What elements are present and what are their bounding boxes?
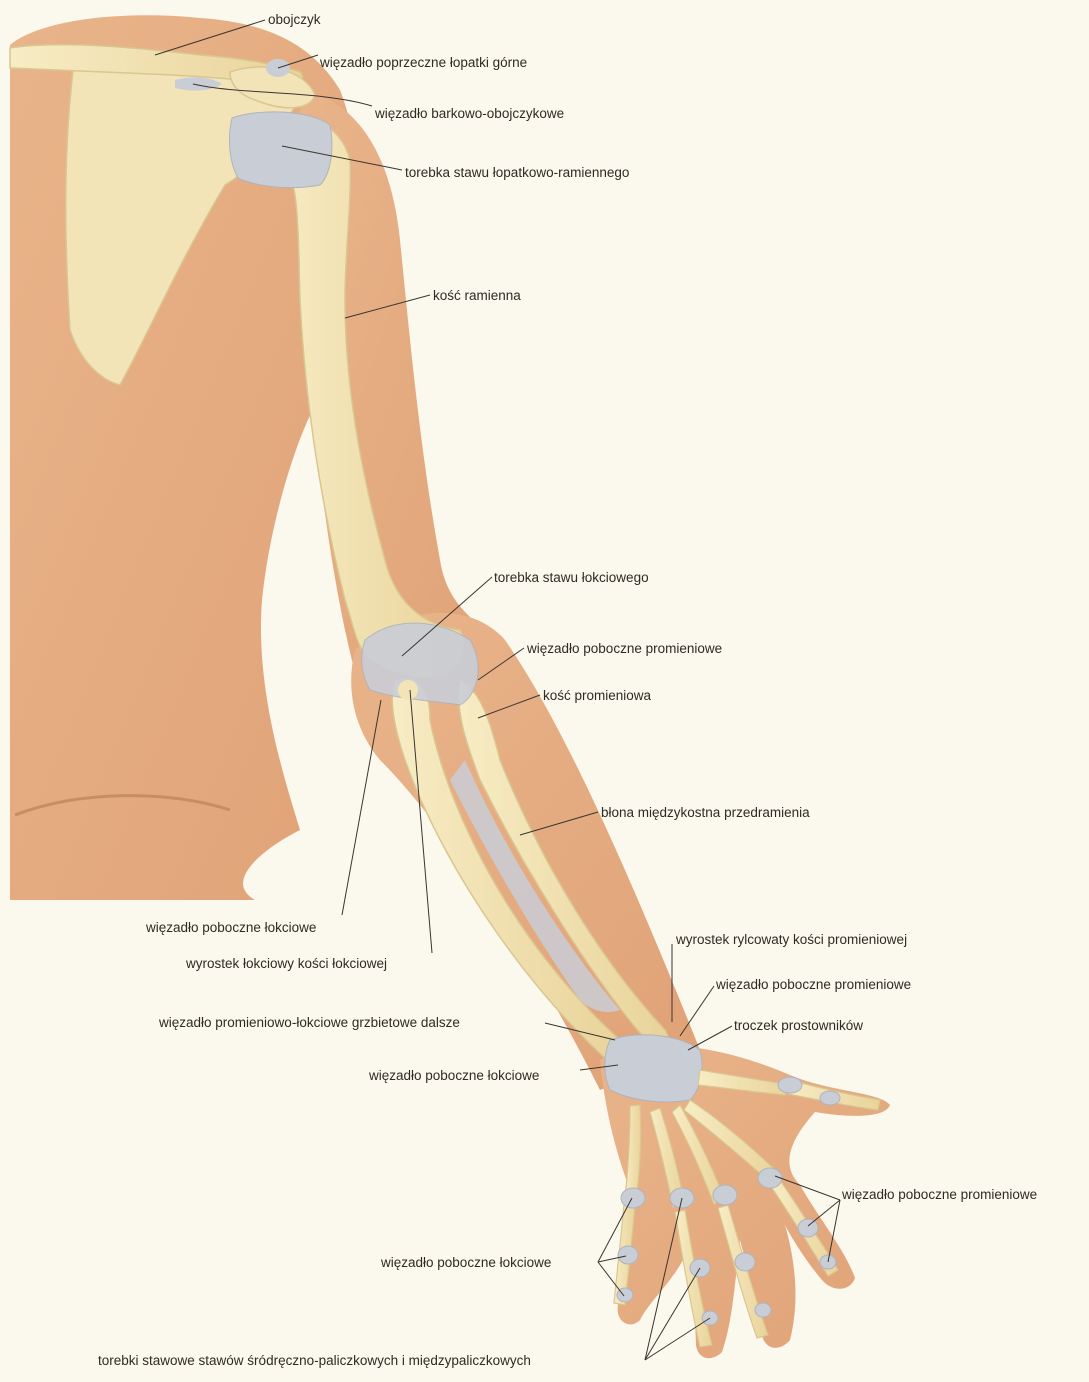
label-humerus: kość ramienna	[433, 288, 521, 304]
label-extensor-retinaculum: troczek prostowników	[734, 1018, 863, 1034]
label-olecranon: wyrostek łokciowy kości łokciowej	[186, 956, 387, 972]
label-clavicle: obojczyk	[268, 12, 321, 28]
label-ulnar-collateral-elbow: więzadło poboczne łokciowe	[146, 920, 316, 936]
label-joint-capsules-fingers: torebki stawowe stawów śródręczno-palicz…	[98, 1353, 531, 1369]
label-radial-collateral-fingers: więzadło poboczne promieniowe	[842, 1187, 1037, 1203]
label-acromioclavicular-ligament: więzadło barkowo-obojczykowe	[375, 106, 564, 122]
elbow-capsule-shape	[362, 623, 478, 705]
label-dorsal-radioulnar-ligament: więzadło promieniowo-łokciowe grzbietowe…	[159, 1015, 460, 1031]
extensor-retinaculum-shape	[605, 1035, 702, 1102]
label-interosseous-membrane: błona międzykostna przedramienia	[601, 805, 810, 821]
label-radial-collateral-elbow: więzadło poboczne promieniowe	[527, 641, 722, 657]
label-ulnar-collateral-fingers: więzadło poboczne łokciowe	[381, 1255, 551, 1271]
olecranon-tip	[398, 680, 418, 700]
label-radial-collateral-wrist: więzadło poboczne promieniowe	[716, 977, 911, 993]
label-radius: kość promieniowa	[543, 688, 651, 704]
leader-radial-collateral-wrist	[680, 986, 714, 1036]
glenohumeral-capsule-shape	[230, 112, 332, 188]
label-glenohumeral-capsule: torebka stawu łopatkowo-ramiennego	[405, 165, 629, 181]
label-ulnar-collateral-wrist: więzadło poboczne łokciowe	[369, 1068, 539, 1084]
label-radial-styloid: wyrostek rylcowaty kości promieniowej	[676, 932, 907, 948]
label-sup-transverse-scapular-ligament: więzadło poprzeczne łopatki górne	[320, 55, 527, 71]
label-elbow-capsule: torebka stawu łokciowego	[494, 570, 649, 586]
leader-ulnar-collateral-elbow	[342, 700, 381, 915]
